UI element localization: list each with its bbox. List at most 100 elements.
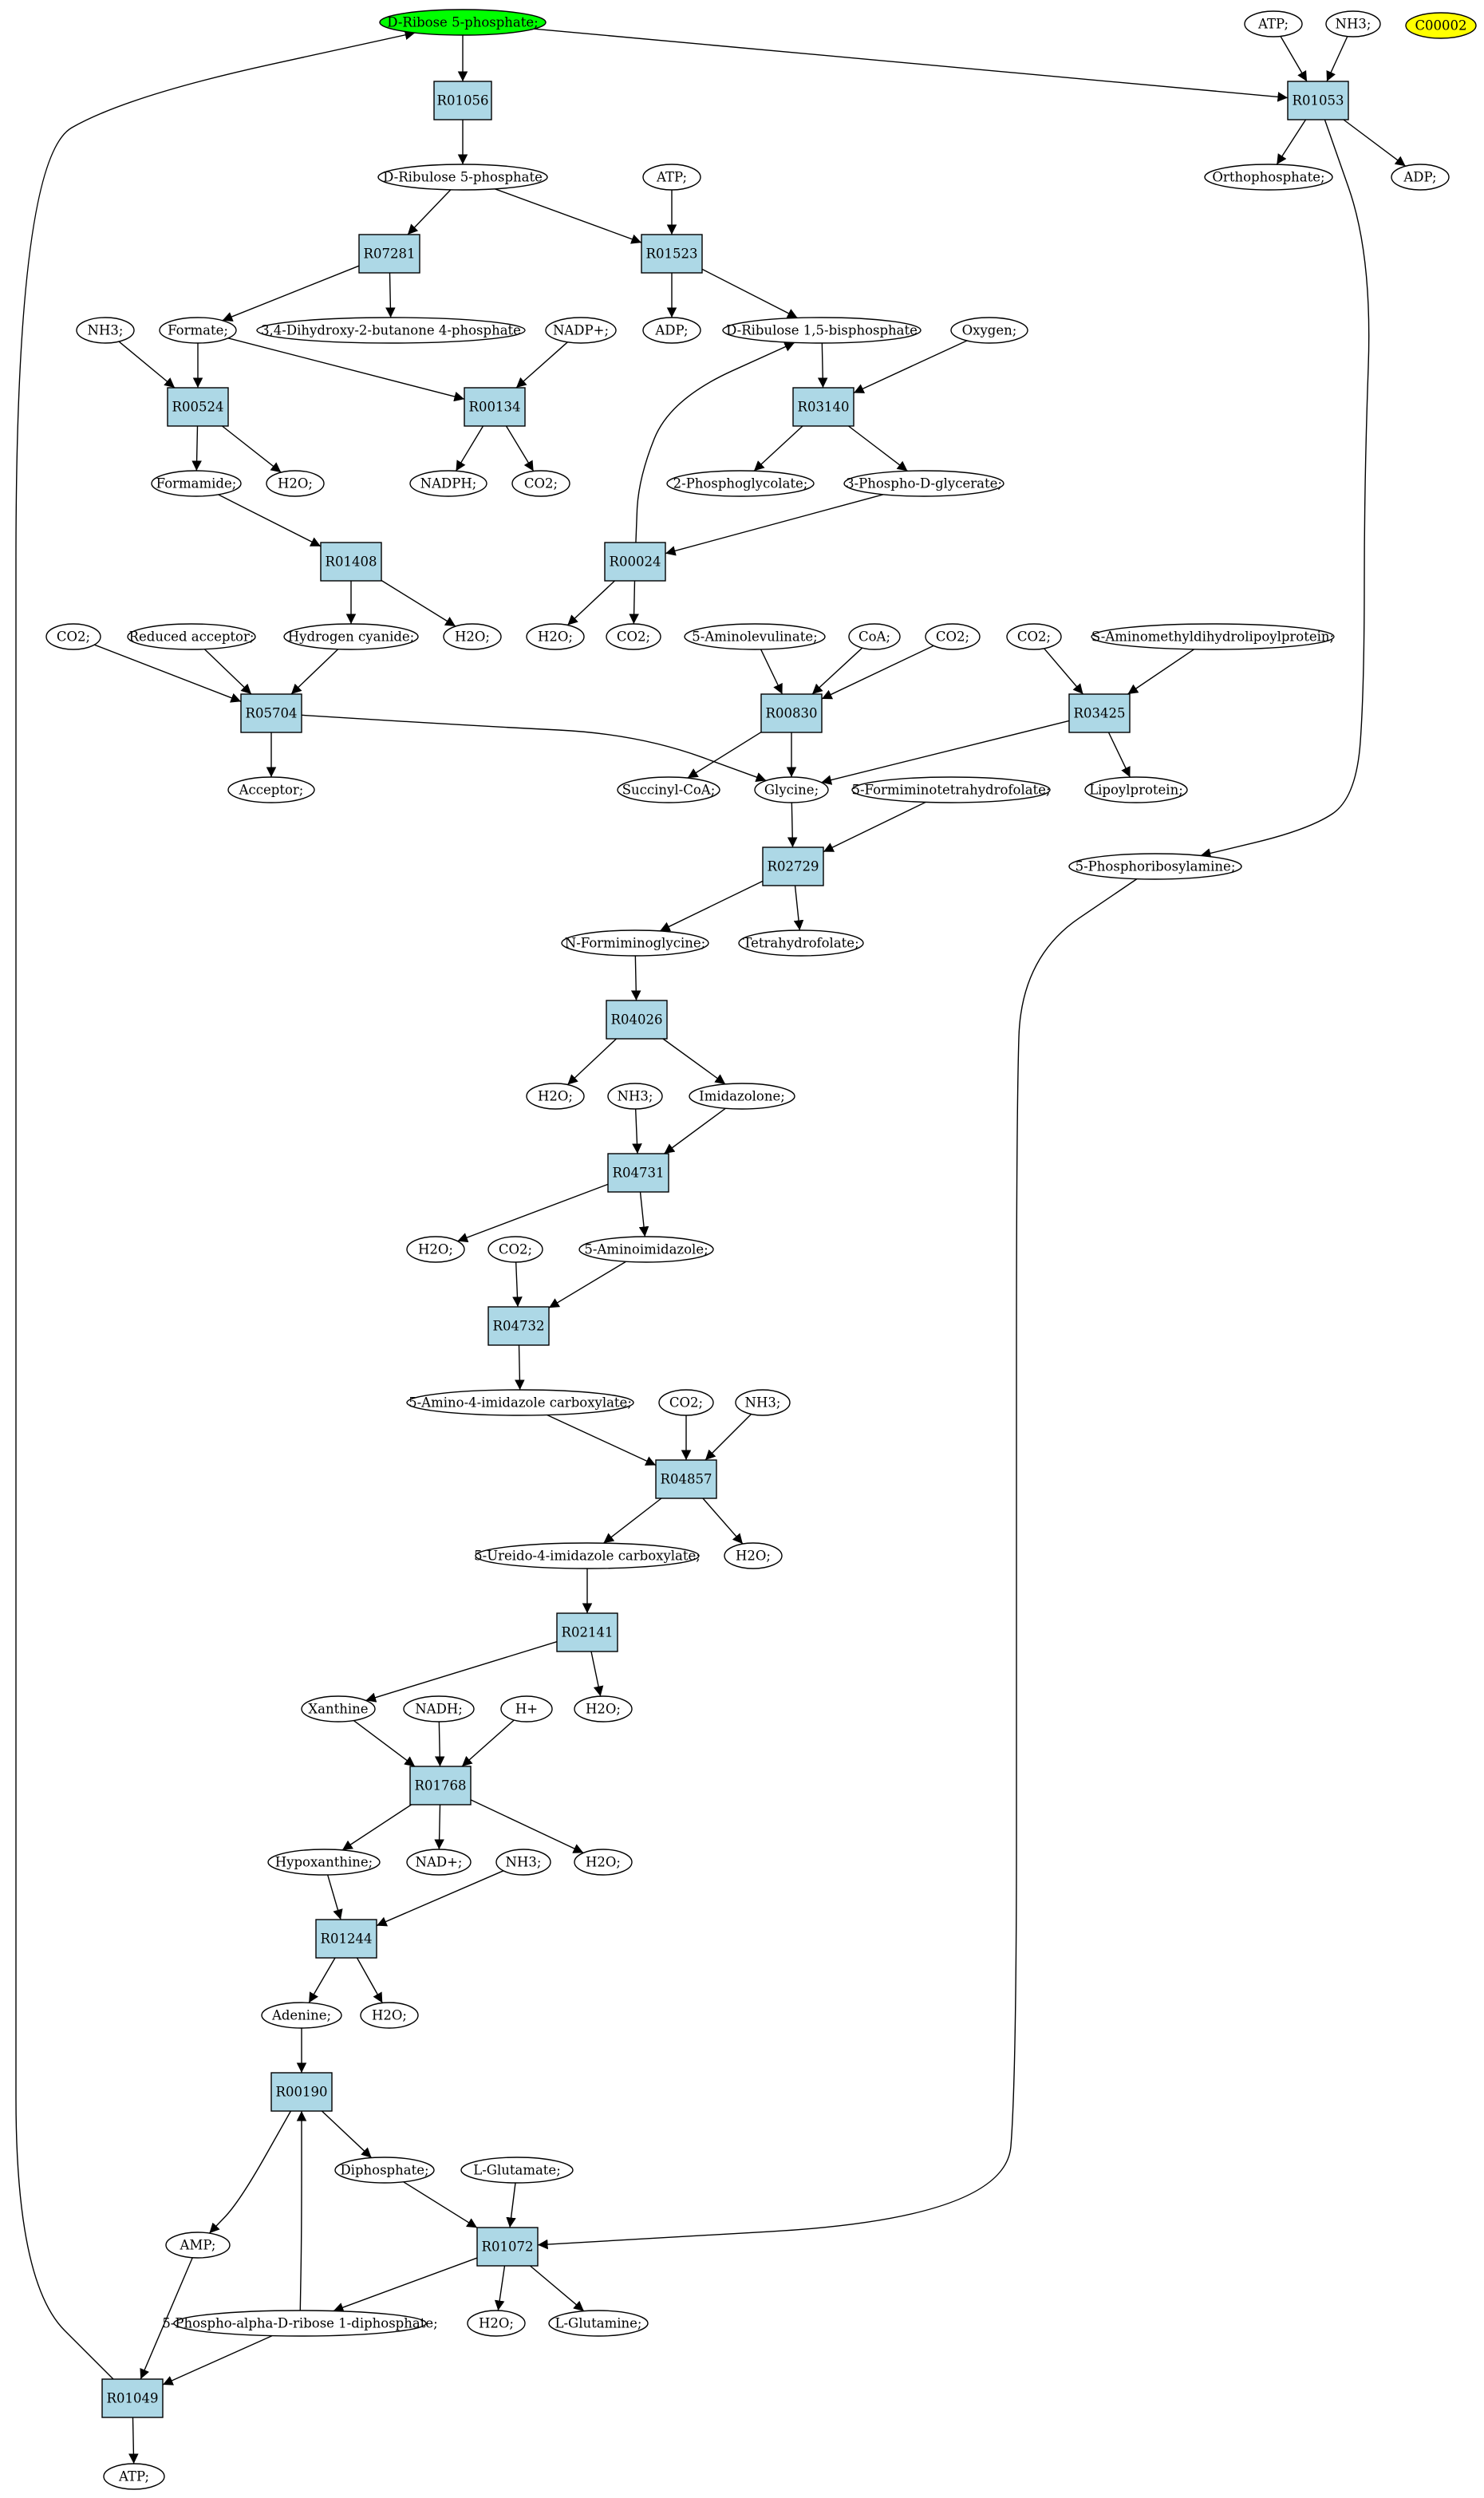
compound-node-c00002[interactable]: C00002 bbox=[1405, 12, 1477, 39]
compound-node-succoa[interactable]: Succinyl-CoA; bbox=[617, 776, 720, 803]
compound-node-formamide[interactable]: Formamide; bbox=[151, 470, 242, 497]
compound-label: H2O; bbox=[736, 1549, 771, 1564]
compound-node-nadp[interactable]: NAD+; bbox=[406, 1849, 472, 1876]
compound-node-atp2[interactable]: ATP; bbox=[642, 164, 701, 191]
compound-node-lipoyl[interactable]: Lipoylprotein; bbox=[1084, 776, 1188, 803]
compound-node-glycine[interactable]: Glycine; bbox=[754, 776, 829, 803]
compound-node-redacc[interactable]: Reduced acceptor; bbox=[127, 623, 256, 650]
compound-node-h2o-b[interactable]: H2O; bbox=[443, 623, 502, 650]
compound-node-nadpp[interactable]: NADP+; bbox=[545, 317, 617, 344]
reaction-node-r01768[interactable]: R01768 bbox=[409, 1766, 472, 1805]
compound-node-hplus[interactable]: H+ bbox=[500, 1695, 553, 1723]
reaction-node-r01244[interactable]: R01244 bbox=[315, 1919, 377, 1959]
compound-node-orthophosphate[interactable]: Orthophosphate; bbox=[1204, 164, 1333, 191]
reaction-node-r02729[interactable]: R02729 bbox=[762, 846, 824, 886]
compound-node-co2-d[interactable]: CO2; bbox=[925, 623, 981, 650]
compound-node-uic[interactable]: 5-Ureido-4-imidazole carboxylate; bbox=[474, 1542, 701, 1569]
compound-node-diphosphate[interactable]: Diphosphate; bbox=[334, 2157, 435, 2184]
reaction-node-r01056[interactable]: R01056 bbox=[433, 81, 492, 120]
reaction-node-r00190[interactable]: R00190 bbox=[270, 2072, 333, 2112]
reaction-node-r01053[interactable]: R01053 bbox=[1287, 81, 1349, 120]
reaction-node-r04857[interactable]: R04857 bbox=[655, 1459, 717, 1499]
reaction-node-r04732[interactable]: R04732 bbox=[487, 1306, 550, 1346]
edge-r_R04732-to-c_aic bbox=[515, 1344, 525, 1391]
compound-node-co2-b[interactable]: CO2; bbox=[45, 623, 101, 650]
reaction-node-r04026[interactable]: R04026 bbox=[606, 1000, 668, 1040]
compound-node-prpp[interactable]: 5-Phospho-alpha-D-ribose 1-diphosphate; bbox=[162, 2310, 438, 2337]
compound-node-h2o-g[interactable]: H2O; bbox=[574, 1695, 633, 1723]
reaction-node-r01523[interactable]: R01523 bbox=[641, 234, 703, 274]
compound-node-nadph[interactable]: NADPH; bbox=[409, 470, 487, 497]
compound-node-hypox[interactable]: Hypoxanthine; bbox=[267, 1849, 381, 1876]
compound-node-co2-c[interactable]: CO2; bbox=[606, 623, 661, 650]
compound-node-oxygen[interactable]: Oxygen; bbox=[950, 317, 1028, 344]
compound-node-atp-top[interactable]: ATP; bbox=[1244, 10, 1303, 37]
compound-node-nh3-c[interactable]: NH3; bbox=[735, 1389, 791, 1416]
compound-node-acceptor[interactable]: Acceptor; bbox=[227, 776, 315, 803]
compound-node-samdlp[interactable]: S-Aminomethyldihydrolipoylprotein; bbox=[1091, 623, 1335, 650]
compound-node-2pg[interactable]: 2-Phosphoglycolate; bbox=[666, 470, 815, 497]
reaction-node-r00134[interactable]: R00134 bbox=[464, 387, 526, 427]
edge-r_R00134-to-c_nadph bbox=[455, 425, 484, 472]
compound-node-h2o-a[interactable]: H2O; bbox=[266, 470, 325, 497]
compound-node-co2-g[interactable]: CO2; bbox=[658, 1389, 714, 1416]
edge-c_imidazolone-to-r_R04731 bbox=[664, 1107, 726, 1154]
compound-node-ru5p[interactable]: D-Ribulose 5-phosphate bbox=[377, 164, 548, 191]
compound-node-hcn[interactable]: Hydrogen cyanide; bbox=[283, 623, 419, 650]
reaction-node-r00830[interactable]: R00830 bbox=[760, 693, 823, 733]
compound-node-formate[interactable]: Formate; bbox=[159, 317, 237, 344]
reaction-node-r04731[interactable]: R04731 bbox=[607, 1153, 669, 1193]
compound-node-h2o-f[interactable]: H2O; bbox=[724, 1542, 783, 1569]
compound-node-adenine[interactable]: Adenine; bbox=[261, 2002, 342, 2029]
compound-label: Glycine; bbox=[764, 783, 819, 798]
compound-node-nh3-b[interactable]: NH3; bbox=[607, 1083, 663, 1110]
compound-node-h2o-j[interactable]: H2O; bbox=[467, 2310, 526, 2337]
compound-node-coa[interactable]: CoA; bbox=[848, 623, 901, 650]
compound-node-ala[interactable]: 5-Aminolevulinate; bbox=[684, 623, 826, 650]
reaction-node-r03425[interactable]: R03425 bbox=[1068, 693, 1131, 733]
compound-node-r5p[interactable]: D-Ribose 5-phosphate; bbox=[379, 9, 547, 36]
reaction-box bbox=[655, 1459, 717, 1499]
compound-node-thf[interactable]: Tetrahydrofolate; bbox=[738, 929, 864, 957]
compound-node-nfg[interactable]: N-Formiminoglycine; bbox=[561, 929, 709, 957]
reaction-node-r01049[interactable]: R01049 bbox=[101, 2378, 164, 2418]
compound-label: H2O; bbox=[372, 2008, 407, 2023]
compound-node-rubp[interactable]: D-Ribulose 1,5-bisphosphate bbox=[722, 317, 922, 344]
reaction-node-r02141[interactable]: R02141 bbox=[556, 1612, 618, 1652]
compound-node-h2o-d[interactable]: H2O; bbox=[526, 1083, 585, 1110]
compound-node-dhbp[interactable]: 3,4-Dihydroxy-2-butanone 4-phosphate bbox=[256, 317, 526, 344]
reaction-node-r05704[interactable]: R05704 bbox=[240, 693, 302, 733]
compound-node-h2o-i[interactable]: H2O; bbox=[360, 2002, 419, 2029]
reaction-node-r00024[interactable]: R00024 bbox=[604, 542, 666, 582]
compound-node-fthf[interactable]: 5-Formiminotetrahydrofolate; bbox=[851, 776, 1051, 803]
compound-node-h2o-h[interactable]: H2O; bbox=[574, 1849, 633, 1876]
compound-node-pra[interactable]: 5-Phosphoribosylamine; bbox=[1068, 853, 1242, 880]
compound-node-adp-top[interactable]: ADP; bbox=[1391, 164, 1450, 191]
compound-label: D-Ribulose 1,5-bisphosphate bbox=[726, 323, 918, 338]
compound-node-glutamine[interactable]: L-Glutamine; bbox=[548, 2310, 649, 2337]
reaction-node-r07281[interactable]: R07281 bbox=[358, 234, 420, 274]
compound-node-nh3-a[interactable]: NH3; bbox=[76, 317, 135, 344]
compound-node-aminoimid[interactable]: 5-Aminoimidazole; bbox=[578, 1236, 714, 1263]
compound-node-h2o-c[interactable]: H2O; bbox=[526, 623, 585, 650]
compound-node-nh3-d[interactable]: NH3; bbox=[495, 1849, 551, 1876]
compound-node-amp[interactable]: AMP; bbox=[165, 2232, 231, 2259]
compound-shape bbox=[1006, 623, 1062, 650]
compound-node-aic[interactable]: 5-Amino-4-imidazole carboxylate; bbox=[406, 1389, 634, 1416]
compound-node-glutamate[interactable]: L-Glutamate; bbox=[460, 2157, 574, 2184]
compound-node-imidazolone[interactable]: Imidazolone; bbox=[689, 1083, 795, 1110]
reaction-node-r03140[interactable]: R03140 bbox=[792, 387, 854, 427]
reaction-node-r01072[interactable]: R01072 bbox=[476, 2227, 539, 2267]
compound-node-nadh[interactable]: NADH; bbox=[403, 1695, 475, 1723]
compound-node-nh3-top[interactable]: NH3; bbox=[1325, 10, 1381, 37]
compound-node-atp-bot[interactable]: ATP; bbox=[103, 2463, 165, 2490]
compound-node-co2-a[interactable]: CO2; bbox=[511, 470, 570, 497]
compound-node-xanthine[interactable]: Xanthine bbox=[301, 1695, 376, 1723]
compound-node-co2-f[interactable]: CO2; bbox=[487, 1236, 543, 1263]
compound-node-adp2[interactable]: ADP; bbox=[642, 317, 701, 344]
reaction-node-r00524[interactable]: R00524 bbox=[167, 387, 229, 427]
compound-node-co2-e[interactable]: CO2; bbox=[1006, 623, 1062, 650]
reaction-node-r01408[interactable]: R01408 bbox=[320, 542, 382, 582]
compound-node-3pg[interactable]: 3-Phospho-D-glycerate; bbox=[843, 470, 1004, 497]
compound-node-h2o-e[interactable]: H2O; bbox=[406, 1236, 465, 1263]
